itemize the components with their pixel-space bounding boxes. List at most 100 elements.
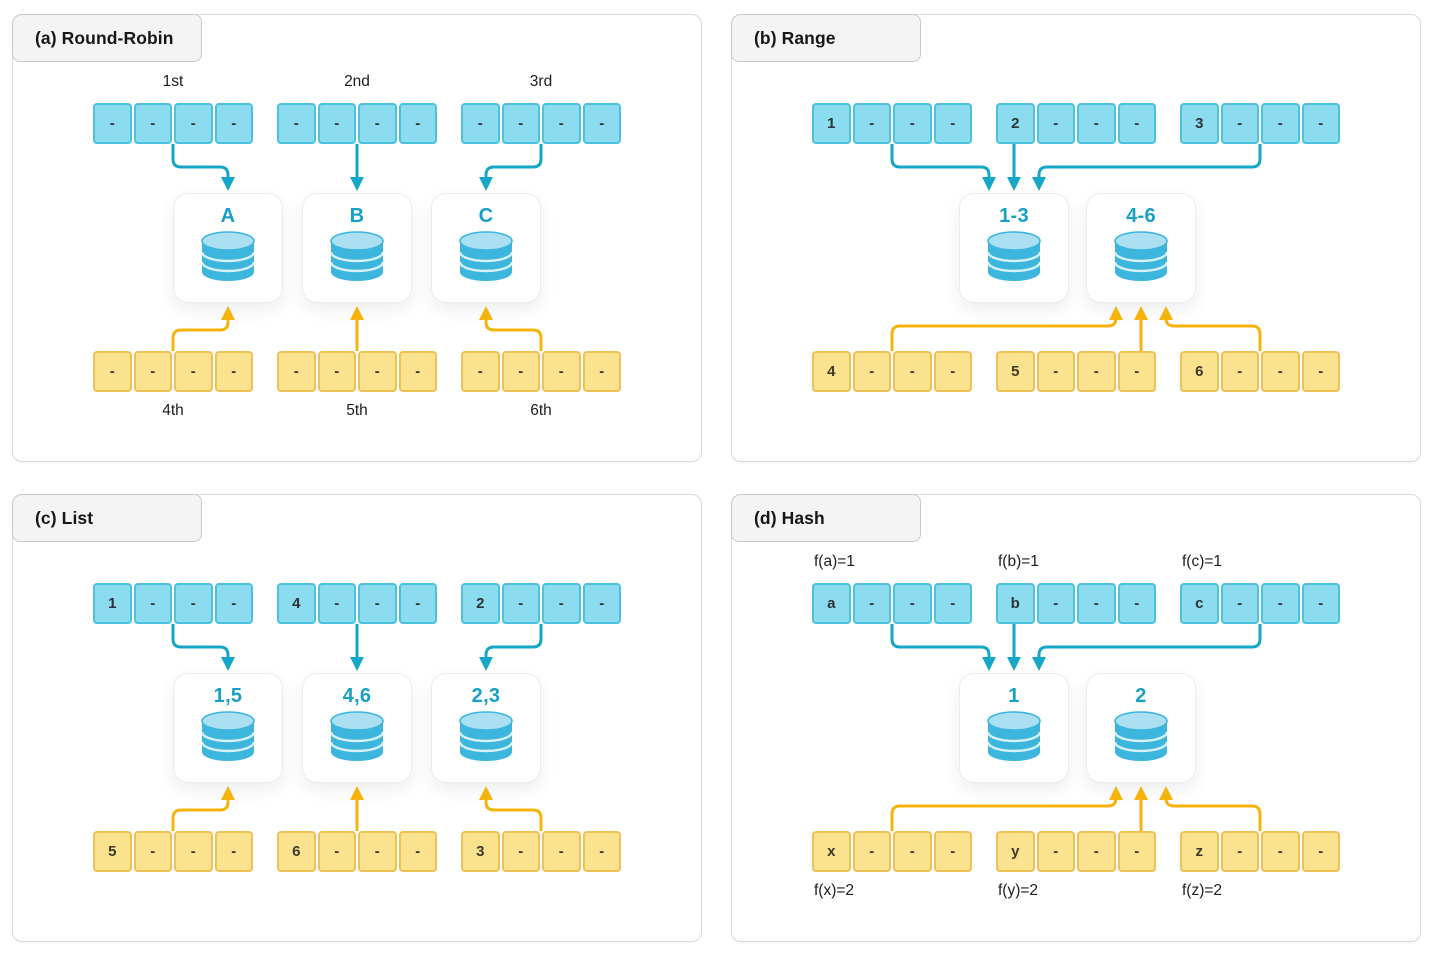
row-strip: x--- [812, 831, 972, 872]
partition-name: 1,5 [213, 685, 243, 707]
row-cell: - [1301, 583, 1340, 624]
row-strip: 1--- [812, 103, 972, 144]
row-cell: - [582, 583, 621, 624]
flow-arrow [890, 306, 1123, 351]
partition-box: 1 [959, 673, 1069, 783]
partition-name: 4,6 [342, 685, 372, 707]
row-strip: a--- [812, 583, 972, 624]
partition-box: 4-6 [1086, 193, 1196, 303]
row-cell: - [174, 583, 213, 624]
row-cell: - [133, 351, 172, 392]
row-cell: - [1117, 103, 1156, 144]
flow-arrow [171, 624, 235, 671]
strip-label: f(y)=2 [998, 882, 1039, 899]
row-cell: - [461, 351, 500, 392]
row-cell: - [852, 831, 891, 872]
row-strip: 4--- [277, 583, 437, 624]
row-cell: - [501, 351, 540, 392]
strip-label: f(z)=2 [1182, 882, 1223, 899]
row-cell: - [214, 351, 253, 392]
row-cell: b [996, 583, 1035, 624]
partition-box: 2,3 [431, 673, 541, 783]
row-cell: - [1261, 583, 1300, 624]
row-cell: - [317, 351, 356, 392]
row-cell: 1 [93, 583, 132, 624]
row-cell: - [93, 351, 132, 392]
row-cell: - [214, 831, 253, 872]
row-cell: - [133, 831, 172, 872]
row-cell: - [582, 351, 621, 392]
database-icon [458, 231, 514, 281]
strip-label: 3rd [529, 73, 553, 90]
row-cell: 1 [812, 103, 851, 144]
panel-title-badge: (b) Range [731, 14, 921, 62]
row-cell: - [358, 351, 397, 392]
database-icon [458, 711, 514, 761]
row-cell: - [1220, 103, 1259, 144]
row-cell: y [996, 831, 1035, 872]
row-cell: - [501, 831, 540, 872]
row-strip: c--- [1180, 583, 1340, 624]
row-cell: - [542, 351, 581, 392]
row-cell: - [277, 103, 316, 144]
row-strip: ---- [461, 103, 621, 144]
row-strip: ---- [93, 103, 253, 144]
strip-label: 4th [162, 402, 184, 419]
strip-label: 1st [162, 73, 184, 90]
row-cell: - [1077, 103, 1116, 144]
row-cell: - [893, 831, 932, 872]
row-cell: - [582, 831, 621, 872]
row-cell: - [133, 103, 172, 144]
row-cell: - [93, 103, 132, 144]
strip-label: 5th [346, 402, 368, 419]
flow-arrow [1032, 624, 1262, 671]
row-strip: 4--- [812, 351, 972, 392]
row-cell: - [893, 583, 932, 624]
database-icon [200, 231, 256, 281]
row-cell: - [317, 583, 356, 624]
row-cell: 4 [812, 351, 851, 392]
row-cell: - [1261, 103, 1300, 144]
row-strip: 5--- [996, 351, 1156, 392]
row-strip: z--- [1180, 831, 1340, 872]
row-cell: - [1117, 351, 1156, 392]
strip-label: f(b)=1 [998, 553, 1039, 570]
strip-label: 6th [530, 402, 552, 419]
row-cell: - [1036, 103, 1075, 144]
row-cell: - [542, 103, 581, 144]
partition-box: 1-3 [959, 193, 1069, 303]
flow-arrow [1159, 786, 1262, 831]
partition-name: 2,3 [471, 685, 501, 707]
flow-arrow [890, 144, 996, 191]
row-cell: 2 [461, 583, 500, 624]
row-cell: - [133, 583, 172, 624]
row-cell: - [542, 583, 581, 624]
row-cell: - [1261, 351, 1300, 392]
flow-arrow [1159, 306, 1262, 351]
flow-arrow [479, 786, 543, 831]
row-strip: ---- [277, 103, 437, 144]
database-icon [1113, 711, 1169, 761]
row-cell: - [317, 103, 356, 144]
flow-arrow [479, 144, 543, 191]
row-cell: x [812, 831, 851, 872]
row-cell: - [1220, 583, 1259, 624]
partition-box: 4,6 [302, 673, 412, 783]
row-strip: ---- [461, 351, 621, 392]
flow-arrows [890, 144, 1262, 351]
row-cell: - [852, 103, 891, 144]
strip-label: f(x)=2 [814, 882, 855, 899]
database-icon [200, 711, 256, 761]
flow-arrow [890, 624, 996, 671]
row-strip: ---- [277, 351, 437, 392]
row-cell: c [1180, 583, 1219, 624]
row-cell: - [1036, 583, 1075, 624]
row-strip: 1--- [93, 583, 253, 624]
row-cell: - [214, 583, 253, 624]
row-cell: - [358, 583, 397, 624]
row-cell: - [1077, 583, 1116, 624]
database-icon [329, 231, 385, 281]
